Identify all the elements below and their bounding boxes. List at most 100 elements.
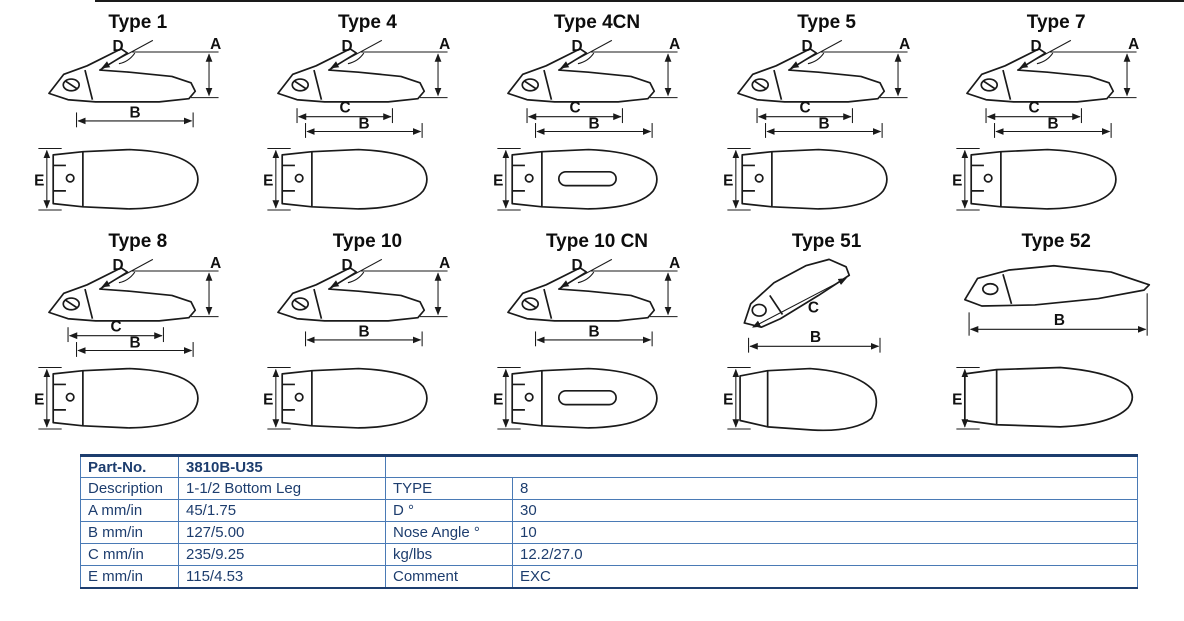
dim-label-d: D (572, 257, 583, 274)
dim-label-e: E (723, 173, 733, 190)
table-row: E mm/in 115/4.53 Comment EXC (80, 565, 1138, 588)
dim-label-e: E (264, 392, 274, 409)
dim-label-e: E (952, 173, 962, 190)
diagram-type-10: Type 10 D A B E (256, 223, 480, 442)
dim-label-a: A (210, 38, 221, 53)
dim-label-c: C (808, 299, 819, 316)
diagram-grid: Type 1 D A B E Type 4 D A C B E Type 4CN… (26, 4, 1168, 442)
dim-label-b: B (129, 334, 140, 351)
diagram-type-51: Type 51 C B E (715, 223, 939, 442)
diagram-type-1: Type 1 D A B E (26, 4, 250, 223)
spec-label: kg/lbs (385, 543, 513, 566)
diagram-title: Type 5 (797, 12, 856, 33)
diagram-type-52: Type 52 B E (944, 223, 1168, 442)
dim-label-c: C (110, 318, 121, 335)
diagram-type-5: Type 5 D A C B E (715, 4, 939, 223)
dim-label-a: A (439, 38, 450, 53)
diagram-type-10cn: Type 10 CN D A B E (485, 223, 709, 442)
dim-label-a: A (669, 38, 680, 53)
diagram-title: Type 4 (338, 12, 397, 33)
dim-label-c: C (569, 99, 580, 116)
dim-label-b: B (1054, 312, 1065, 329)
table-row: A mm/in 45/1.75 D ° 30 (80, 499, 1138, 522)
dim-label-e: E (34, 392, 44, 409)
dim-label-d: D (1031, 38, 1042, 55)
drawing-type-52: B E (952, 264, 1151, 442)
dim-label-d: D (112, 38, 123, 55)
spec-label: C mm/in (80, 543, 179, 566)
dim-label-c: C (1029, 99, 1040, 116)
spec-label: A mm/in (80, 499, 179, 522)
dim-label-b: B (359, 324, 370, 341)
spec-label: TYPE (385, 477, 513, 500)
drawing-type-5: D A C B E (723, 38, 910, 223)
page-top-edge (95, 0, 1184, 2)
diagram-title: Type 10 CN (545, 231, 649, 252)
drawing-type-10cn: D A B E (493, 257, 680, 442)
dim-label-b: B (129, 105, 140, 122)
table-row: Part-No. 3810B-U35 (80, 455, 1138, 478)
drawing-type-4cn: D A C B E (493, 38, 680, 223)
dim-label-e: E (493, 173, 503, 190)
dim-label-d: D (342, 38, 353, 55)
dim-label-d: D (572, 38, 583, 55)
spec-table: Part-No. 3810B-U35 Description 1-1/2 Bot… (80, 454, 1138, 589)
table-row: B mm/in 127/5.00 Nose Angle ° 10 (80, 521, 1138, 544)
spec-value: 10 (512, 521, 1138, 544)
spec-empty-cell (385, 455, 1138, 478)
diagram-type-8: Type 8 D A C B E (26, 223, 250, 442)
spec-label: Comment (385, 565, 513, 588)
dim-label-a: A (210, 257, 221, 272)
dim-label-a: A (439, 257, 450, 272)
dim-label-c: C (799, 99, 810, 116)
spec-value: 30 (512, 499, 1138, 522)
spec-value: 45/1.75 (178, 499, 386, 522)
diagram-type-4cn: Type 4CN D A C B E (485, 4, 709, 223)
spec-value: 12.2/27.0 (512, 543, 1138, 566)
dim-label-e: E (34, 173, 44, 190)
spec-value-part-no: 3810B-U35 (178, 455, 386, 478)
diagram-title: Type 10 (332, 231, 403, 252)
drawing-type-4: D A C B E (264, 38, 451, 223)
spec-label: Part-No. (80, 455, 179, 478)
spec-label: Nose Angle ° (385, 521, 513, 544)
drawing-type-7: D A C B E (952, 38, 1139, 223)
dim-label-c: C (340, 99, 351, 116)
dim-label-e: E (952, 392, 962, 409)
diagram-type-7: Type 7 D A C B E (944, 4, 1168, 223)
diagram-title: Type 1 (108, 12, 168, 33)
dim-label-b: B (818, 115, 829, 132)
drawing-type-1: D A B E (34, 38, 221, 223)
spec-label: D ° (385, 499, 513, 522)
dim-label-b: B (359, 115, 370, 132)
diagram-title: Type 52 (1021, 231, 1091, 252)
spec-label: Description (80, 477, 179, 500)
diagram-type-4: Type 4 D A C B E (256, 4, 480, 223)
diagram-title: Type 51 (791, 231, 862, 252)
drawing-type-8: D A C B E (34, 257, 221, 442)
spec-value: 8 (512, 477, 1138, 500)
dim-label-a: A (899, 38, 910, 53)
dim-label-e: E (723, 392, 733, 409)
table-row: C mm/in 235/9.25 kg/lbs 12.2/27.0 (80, 543, 1138, 566)
dim-label-e: E (493, 392, 503, 409)
diagram-title: Type 4CN (553, 12, 641, 33)
dim-label-e: E (264, 173, 274, 190)
dim-label-a: A (669, 257, 680, 272)
spec-value: 115/4.53 (178, 565, 386, 588)
spec-value: 127/5.00 (178, 521, 386, 544)
dim-label-a: A (1128, 38, 1139, 53)
dim-label-b: B (589, 115, 600, 132)
spec-label: E mm/in (80, 565, 179, 588)
spec-value: 1-1/2 Bottom Leg (178, 477, 386, 500)
dim-label-b: B (589, 324, 600, 341)
spec-label: B mm/in (80, 521, 179, 544)
dim-label-b: B (810, 329, 821, 346)
spec-value: EXC (512, 565, 1138, 588)
diagram-title: Type 8 (108, 231, 168, 252)
drawing-type-51: C B E (723, 258, 881, 432)
spec-value: 235/9.25 (178, 543, 386, 566)
dim-label-d: D (112, 257, 123, 274)
table-row: Description 1-1/2 Bottom Leg TYPE 8 (80, 477, 1138, 500)
dim-label-d: D (342, 257, 353, 274)
